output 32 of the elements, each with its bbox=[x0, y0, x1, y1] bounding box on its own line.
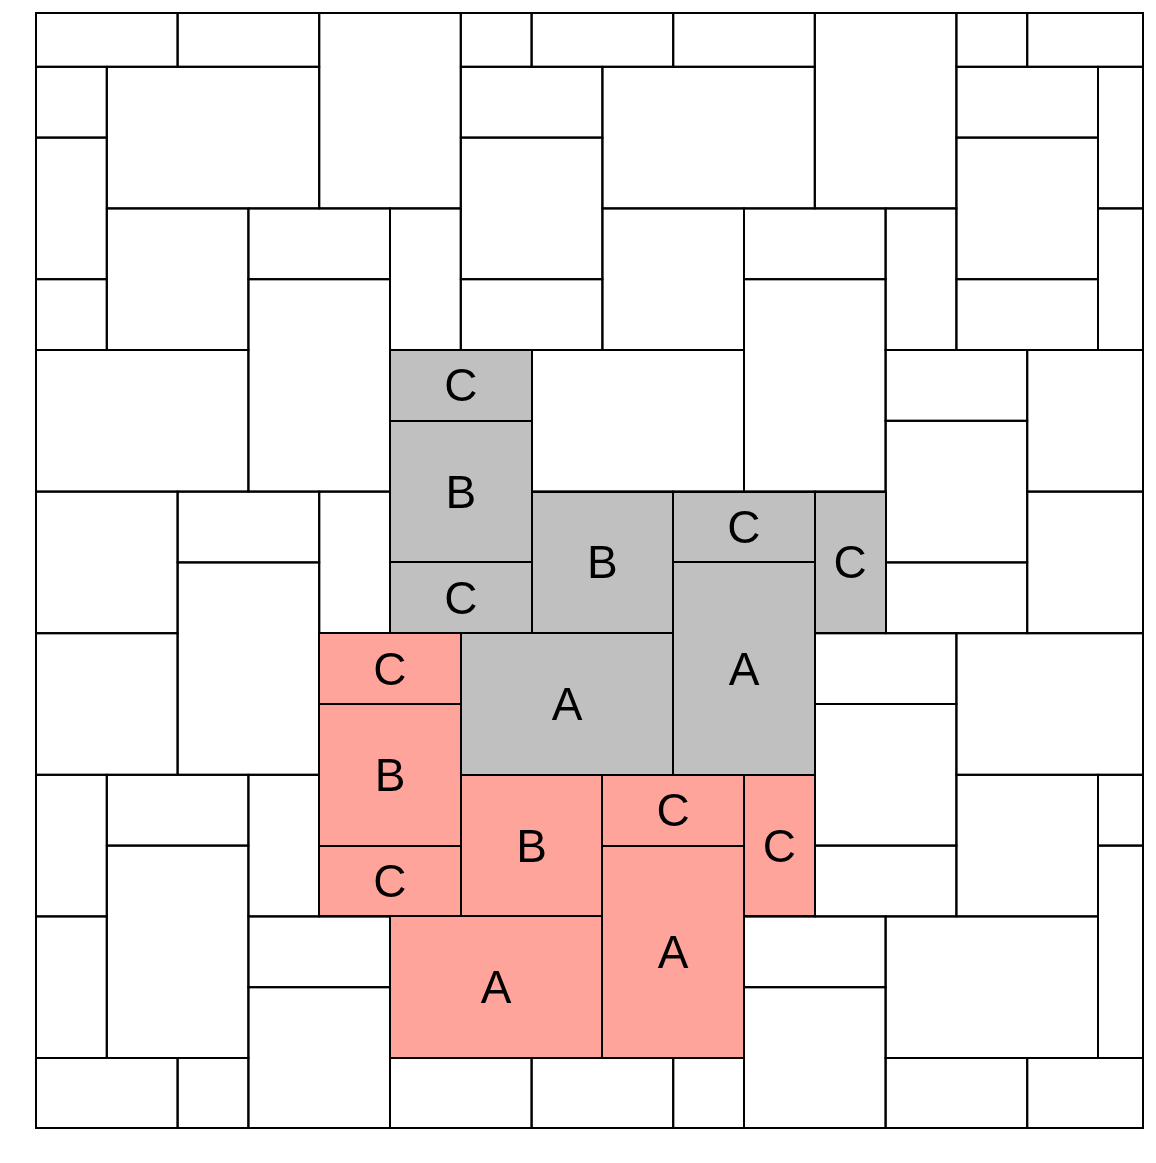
tile-letter: C bbox=[762, 822, 796, 869]
pattern-tile bbox=[389, 349, 533, 422]
tile-letter: C bbox=[656, 787, 690, 834]
tile-letter: A bbox=[728, 645, 760, 692]
tile-letter: B bbox=[445, 468, 477, 515]
pattern-tile bbox=[389, 561, 533, 635]
tile-letter: C bbox=[444, 574, 478, 621]
tile-letter: C bbox=[373, 645, 407, 692]
pattern-tile bbox=[743, 773, 816, 918]
pattern-tile bbox=[813, 490, 887, 635]
tile-letter: B bbox=[516, 822, 547, 869]
pattern-tile bbox=[672, 490, 816, 564]
tile-letter: C bbox=[833, 539, 867, 586]
tile-letter: B bbox=[587, 539, 618, 586]
tile-letter: C bbox=[727, 504, 761, 550]
tile-letter: C bbox=[444, 362, 478, 409]
tile-letter: A bbox=[480, 964, 512, 1011]
pattern-tile bbox=[530, 490, 675, 635]
tile-letter: C bbox=[373, 858, 407, 904]
pattern-tile bbox=[389, 419, 533, 564]
pattern-tile bbox=[601, 773, 745, 847]
pattern-tile bbox=[601, 844, 745, 1059]
tile-letter: A bbox=[657, 928, 689, 975]
pattern-tile bbox=[318, 703, 462, 847]
pattern-tile bbox=[459, 632, 675, 776]
pattern-tile bbox=[389, 915, 604, 1059]
tile-letter: B bbox=[374, 751, 406, 798]
pattern-tile bbox=[672, 561, 816, 776]
pattern-tile bbox=[459, 773, 604, 918]
tile-letter: A bbox=[551, 681, 583, 727]
pattern-tile bbox=[318, 632, 462, 705]
pattern-tile bbox=[318, 844, 462, 918]
